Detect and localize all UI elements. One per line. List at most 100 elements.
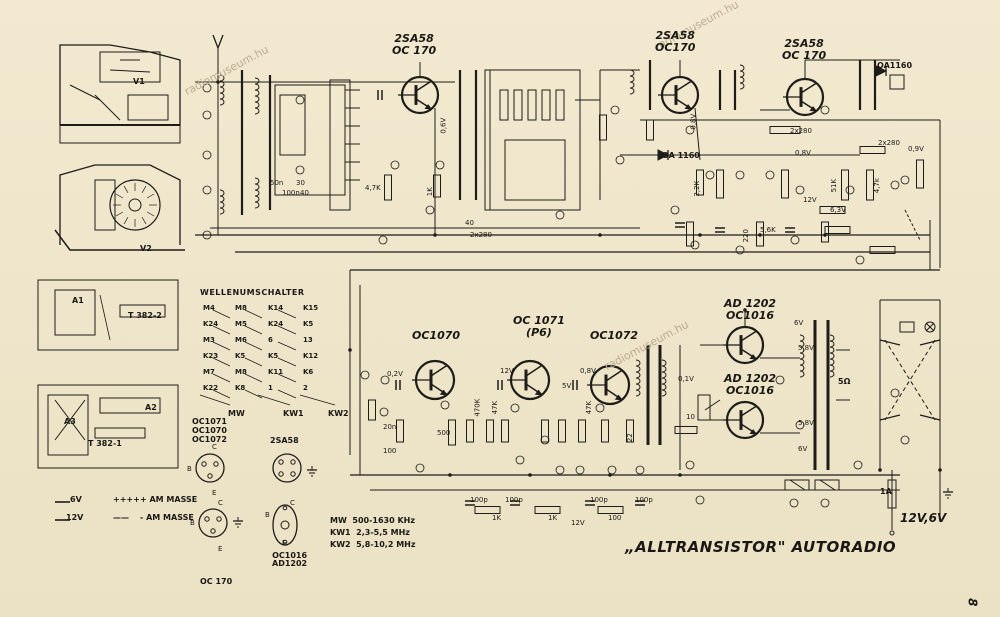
component-value: 1K xyxy=(492,514,502,522)
switch-contact xyxy=(244,357,263,367)
component-value: 100p xyxy=(470,496,488,504)
pin xyxy=(210,528,216,534)
component-value: 47K xyxy=(491,400,500,415)
module-tag xyxy=(94,427,146,439)
switch-contact-label: M5 xyxy=(235,320,247,328)
voltage-label: 0,2V xyxy=(387,370,403,378)
module-v2: V2 xyxy=(140,244,152,253)
part-number-circle xyxy=(790,235,800,245)
if-coil xyxy=(555,89,565,121)
base-diagram-1 xyxy=(195,453,225,483)
switch-contact-label: K6 xyxy=(303,368,314,376)
tuner-detail xyxy=(69,84,101,101)
resistor xyxy=(674,426,698,434)
part-number-circle xyxy=(202,83,212,93)
part-number-circle xyxy=(775,375,785,385)
switch-contact xyxy=(244,373,263,383)
transistor-arrow xyxy=(809,106,818,112)
switch-contact xyxy=(244,309,263,319)
switch-contact-label: K24 xyxy=(268,320,284,328)
module-a1: A1 xyxy=(72,296,84,305)
resistor xyxy=(859,146,886,154)
part-number-circle xyxy=(890,388,900,398)
transistor-collector xyxy=(740,405,757,417)
transformer-box xyxy=(889,74,905,90)
resistor xyxy=(534,506,561,514)
part-number-circle xyxy=(820,498,830,508)
coil xyxy=(629,69,635,95)
part-number-circle xyxy=(795,185,805,195)
component-value: 100 xyxy=(608,514,622,522)
junction-dot xyxy=(878,468,882,472)
legend-minus-masse: - AM MASSE xyxy=(140,513,194,522)
part-number-circle xyxy=(202,110,212,120)
base-diagram-4 xyxy=(272,504,298,546)
dial-disc xyxy=(109,179,161,231)
resistor xyxy=(814,479,840,491)
switch-contact xyxy=(277,341,297,351)
switch-contact-label: K5 xyxy=(303,320,314,328)
page-number: 8 xyxy=(965,598,980,607)
legend-12v: 12V xyxy=(66,513,84,522)
transistor-arrow xyxy=(614,394,623,401)
potentiometer xyxy=(697,394,711,421)
part-number-circle xyxy=(378,235,388,245)
component-value: 40 xyxy=(300,189,309,197)
dial-tick xyxy=(123,185,129,194)
switch-contact-label: M6 xyxy=(235,336,247,344)
voltage-label: 5,8V xyxy=(798,419,814,427)
switch-column-mw: MW xyxy=(228,409,245,418)
resistor xyxy=(433,174,441,198)
component-value: 10 xyxy=(686,413,695,421)
component-value: 22 xyxy=(625,433,634,443)
component-value: 40 xyxy=(465,219,474,227)
resistor xyxy=(869,246,896,254)
part-number-circle xyxy=(853,460,863,470)
switch-block xyxy=(329,79,351,211)
if-coil xyxy=(513,89,523,121)
part-number-circle xyxy=(695,495,705,505)
module-tag xyxy=(119,304,166,318)
part-number-circle xyxy=(295,95,305,105)
legend-plus-masse: + AM MASSE xyxy=(140,495,198,504)
part-number-circle xyxy=(735,245,745,255)
antenna-symbol xyxy=(212,34,224,50)
coil xyxy=(661,359,667,397)
pin xyxy=(204,516,210,522)
part-number-circle xyxy=(380,375,390,385)
legend-6v: 6V xyxy=(70,495,82,504)
voltage-label: 0,8V xyxy=(580,367,596,375)
voltage-label: 6,3V xyxy=(830,206,846,214)
audio-transistor-label-3: OC1072 xyxy=(590,329,639,342)
switch-contact xyxy=(212,309,231,319)
resistor xyxy=(486,419,494,443)
part-number-circle xyxy=(900,435,910,445)
switch-contact xyxy=(244,341,263,351)
switch-contact-label: M7 xyxy=(203,368,215,376)
module-label-2: T 382-1 xyxy=(88,439,122,448)
part-number-circle xyxy=(900,175,910,185)
dial-hub xyxy=(128,198,142,212)
pin-e: E xyxy=(212,489,217,497)
pin-c: C xyxy=(290,499,295,507)
resistor xyxy=(756,221,764,247)
module-label-1: T 382-2 xyxy=(128,311,162,320)
pin xyxy=(282,505,288,511)
module-a3: A3 xyxy=(64,417,76,426)
part-number-circle xyxy=(379,407,389,417)
resistor xyxy=(686,221,694,247)
wire xyxy=(694,107,701,161)
switch-contact xyxy=(212,389,231,399)
switch-contact-label: 6 xyxy=(268,336,273,344)
pin xyxy=(290,471,296,477)
junction-dot xyxy=(938,468,942,472)
dial-tick xyxy=(146,193,155,199)
part-number-circle xyxy=(820,105,830,115)
dial-tick xyxy=(115,193,124,199)
band-mw: MW 500-1630 KHz xyxy=(330,516,415,525)
page-title: „ALLTRANSISTOR" AUTORADIO xyxy=(625,538,897,556)
switch-contact-label: K11 xyxy=(268,368,284,376)
